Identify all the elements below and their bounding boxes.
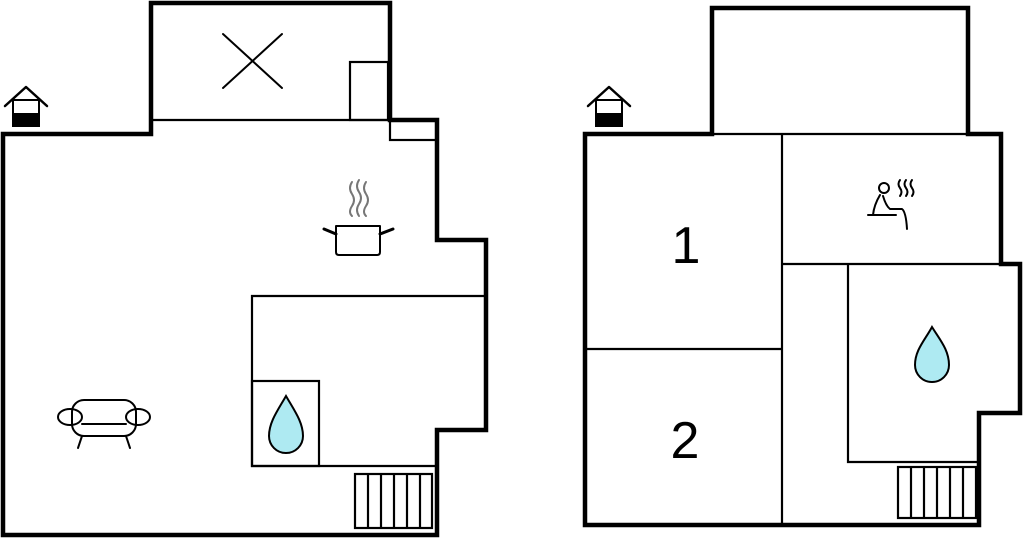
entrance-house-icon bbox=[3, 85, 49, 127]
closet bbox=[348, 60, 390, 122]
ground-floor-outline bbox=[0, 0, 489, 538]
bathroom-walls bbox=[846, 265, 978, 464]
cross-mark-icon bbox=[222, 33, 283, 89]
room-label-2: 2 bbox=[671, 412, 700, 470]
room-label-1: 1 bbox=[672, 217, 701, 275]
shower bbox=[250, 379, 321, 468]
upper-floor-plan: 1 2 bbox=[582, 5, 1023, 528]
kitchen-pot-icon bbox=[322, 179, 395, 256]
ground-floor-plan bbox=[0, 0, 489, 538]
upper-floor-outline bbox=[582, 5, 1023, 528]
entrance-house-icon bbox=[586, 85, 632, 127]
water-drop-icon bbox=[913, 324, 951, 383]
water-drop-icon bbox=[267, 393, 305, 454]
sauna-icon bbox=[867, 179, 915, 230]
closet bbox=[388, 118, 439, 142]
stairs-icon bbox=[353, 472, 434, 530]
stairs-icon bbox=[896, 465, 978, 520]
sofa-icon bbox=[57, 399, 151, 449]
